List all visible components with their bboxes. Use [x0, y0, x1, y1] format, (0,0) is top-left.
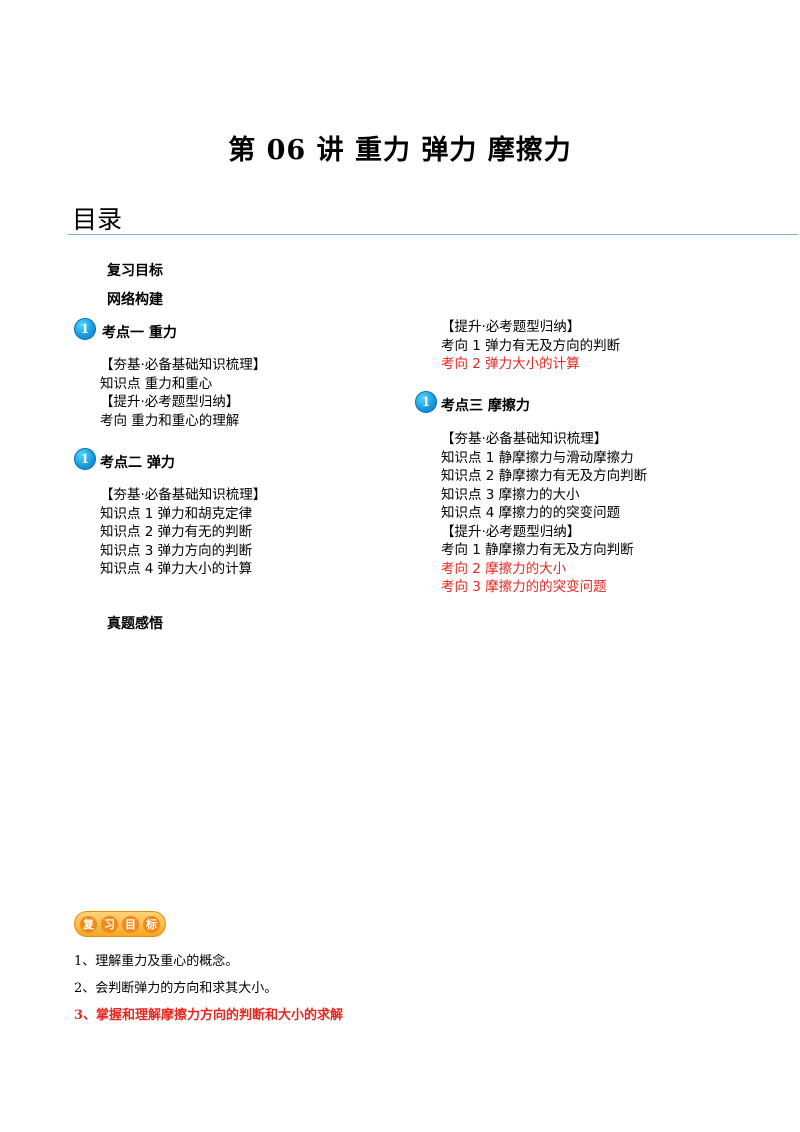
badge-char: 复 [80, 915, 97, 933]
toc-item-network[interactable]: 网络构建 [107, 292, 163, 308]
badge-char: 目 [122, 915, 139, 933]
toc-heading: 目录 [72, 205, 123, 234]
toc-line-highlight[interactable]: 考向 2 弹力大小的计算 [441, 356, 580, 372]
toc-divider [68, 234, 798, 235]
toc-line[interactable]: 【提升·必考题型归纳】 [441, 523, 581, 540]
toc-line-highlight[interactable]: 考向 3 摩擦力的的突变问题 [441, 579, 607, 595]
toc-line[interactable]: 考向 重力和重心的理解 [100, 412, 240, 429]
toc-line[interactable]: 知识点 3 弹力方向的判断 [100, 542, 253, 559]
section-number-badge-icon: 1 [74, 448, 96, 470]
toc-item-exam[interactable]: 真题感悟 [107, 616, 163, 632]
toc-section-friction-list: 【夯基·必备基础知识梳理】 知识点 1 静摩擦力与滑动摩擦力 知识点 2 静摩擦… [441, 430, 647, 597]
toc-line[interactable]: 考向 1 弹力有无及方向的判断 [441, 337, 621, 354]
goal-item: 2、会判断弹力的方向和求其大小。 [74, 981, 278, 996]
toc-line[interactable]: 知识点 1 静摩擦力与滑动摩擦力 [441, 449, 634, 466]
section-number-badge-icon: 1 [415, 391, 437, 413]
toc-section-gravity-list: 【夯基·必备基础知识梳理】 知识点 重力和重心 【提升·必考题型归纳】 考向 重… [100, 356, 266, 430]
toc-line[interactable]: 知识点 4 摩擦力的的突变问题 [441, 505, 621, 521]
badge-char: 标 [143, 915, 160, 933]
toc-line[interactable]: 【夯基·必备基础知识梳理】 [100, 487, 267, 503]
toc-line[interactable]: 知识点 3 摩擦力的大小 [441, 486, 580, 503]
toc-line[interactable]: 【提升·必考题型归纳】 [100, 394, 240, 410]
badge-char: 习 [101, 915, 118, 933]
toc-item-review-goals[interactable]: 复习目标 [107, 263, 163, 279]
toc-line[interactable]: 考向 1 静摩擦力有无及方向判断 [441, 542, 634, 558]
toc-line[interactable]: 知识点 2 弹力有无的判断 [100, 524, 253, 540]
toc-section-elastic-continued: 【提升·必考题型归纳】 考向 1 弹力有无及方向的判断 考向 2 弹力大小的计算 [441, 318, 620, 374]
goal-item: 1、理解重力及重心的概念。 [74, 954, 239, 969]
toc-line[interactable]: 【夯基·必备基础知识梳理】 [441, 431, 608, 447]
toc-line[interactable]: 知识点 2 静摩擦力有无及方向判断 [441, 468, 648, 484]
goal-item-highlight: 3、掌握和理解摩擦力方向的判断和大小的求解 [74, 1008, 344, 1023]
toc-line[interactable]: 知识点 1 弹力和胡克定律 [100, 505, 253, 522]
toc-line[interactable]: 知识点 4 弹力大小的计算 [100, 561, 253, 577]
review-goals-badge: 复 习 目 标 [74, 911, 166, 937]
section-number-badge-icon: 1 [74, 318, 96, 340]
toc-section-elastic-list: 【夯基·必备基础知识梳理】 知识点 1 弹力和胡克定律 知识点 2 弹力有无的判… [100, 486, 266, 579]
toc-section-friction[interactable]: 考点三 摩擦力 [441, 398, 530, 414]
toc-line[interactable]: 知识点 重力和重心 [100, 375, 213, 392]
toc-section-gravity[interactable]: 考点一 重力 [102, 325, 177, 341]
toc-line[interactable]: 【提升·必考题型归纳】 [441, 319, 581, 335]
toc-section-elastic[interactable]: 考点二 弹力 [100, 455, 175, 471]
toc-line[interactable]: 【夯基·必备基础知识梳理】 [100, 357, 267, 373]
toc-line-highlight[interactable]: 考向 2 摩擦力的大小 [441, 560, 567, 577]
page-title: 第 06 讲 重力 弹力 摩擦力 [228, 135, 572, 166]
